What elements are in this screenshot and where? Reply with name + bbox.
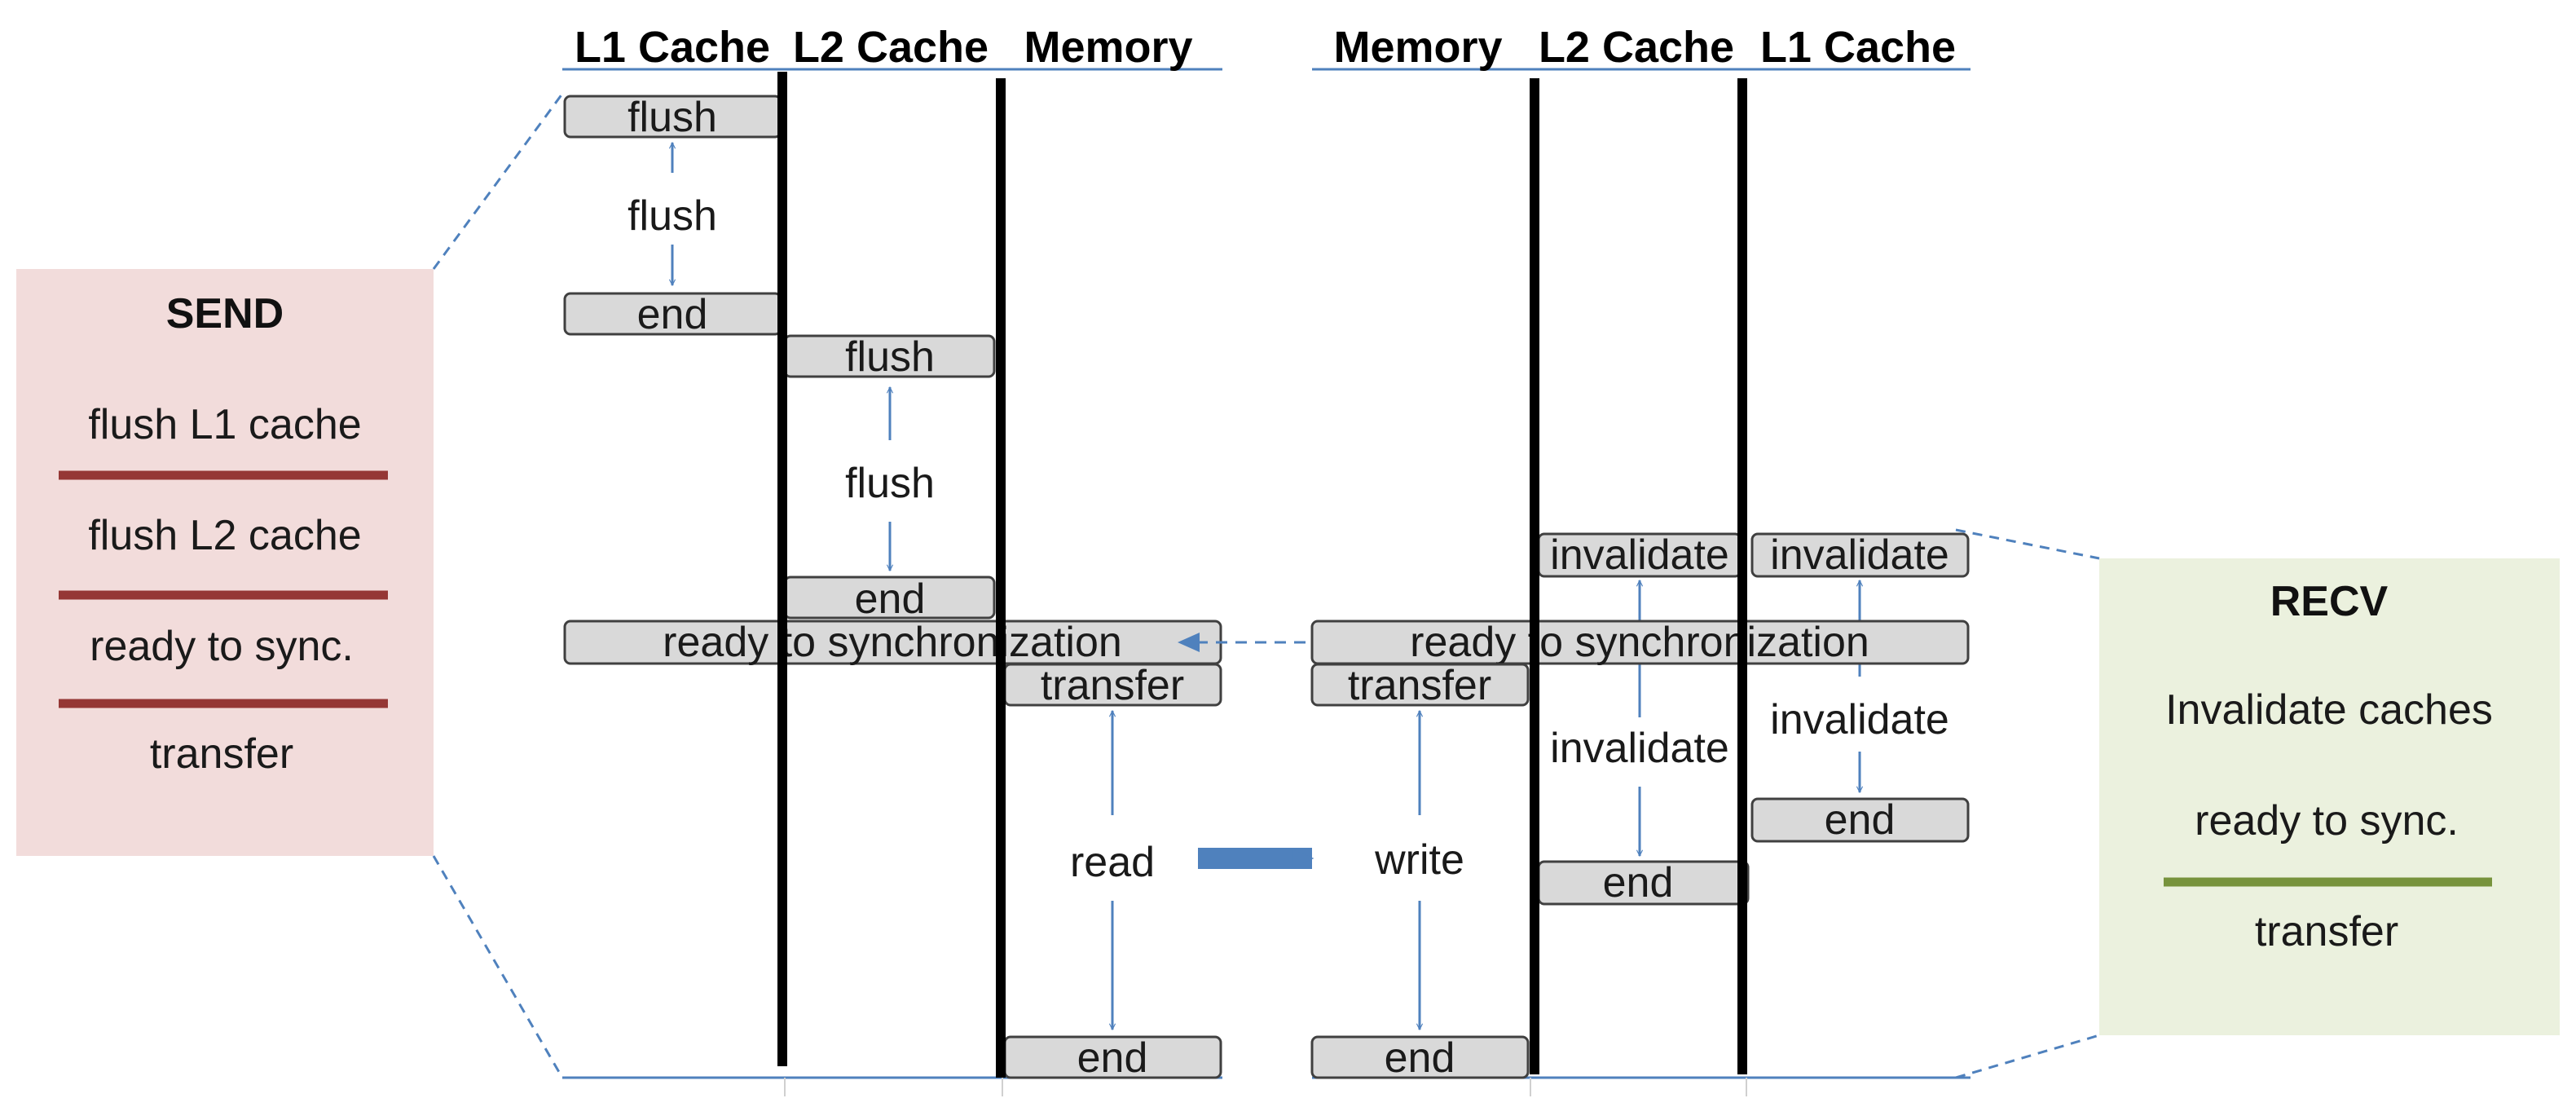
recv-memory-transfer-box-label: transfer <box>1348 662 1491 709</box>
recv-header-l1-cache: L1 Cache <box>1760 23 1956 72</box>
send-step-2: flush L2 cache <box>88 512 361 559</box>
send-l2-end-box-label: end <box>855 576 926 623</box>
recv-l2-end-box-label: end <box>1603 859 1674 906</box>
recv-header-memory: Memory <box>1333 23 1502 72</box>
recv-step-2: ready to sync. <box>2195 797 2459 845</box>
recv-l1-end-box-label: end <box>1825 796 1896 844</box>
send-memory-read-label: read <box>1070 839 1155 886</box>
send-l1-flush-box-label: flush <box>627 94 717 141</box>
recv-l1-invalidate-box-label: invalidate <box>1770 531 1949 579</box>
recv-l1-end-box <box>1750 797 1970 843</box>
recv-memory-write-label: write <box>1374 836 1464 884</box>
send-callout-line <box>432 93 564 270</box>
recv-l1-invalidate-box <box>1750 532 1970 578</box>
recv-memory-end-box <box>1310 1035 1530 1079</box>
recv-step-3: transfer <box>2255 908 2398 955</box>
send-sync-bar-label: ready to synchronization <box>663 619 1122 666</box>
send-panel-background <box>16 269 434 856</box>
sync-signal-arrowhead <box>1178 633 1200 652</box>
send-panel: SEND flush L1 cache flush L2 cache ready… <box>16 269 434 856</box>
send-step-1: flush L1 cache <box>88 401 361 448</box>
send-callout-line <box>432 855 564 1078</box>
send-step-3: ready to sync. <box>90 623 354 670</box>
recv-memory-end-box-label: end <box>1385 1034 1455 1082</box>
recv-timeline: Memory L2 Cache L1 Cache invalidate inva… <box>1310 23 1971 1096</box>
send-timeline: L1 Cache L2 Cache Memory flush flush end… <box>562 23 1222 1096</box>
recv-sync-bar <box>1310 620 1970 665</box>
send-l1-flush-arrow-label: flush <box>627 192 717 240</box>
recv-memory-transfer-box <box>1310 663 1530 707</box>
recv-step-1: Invalidate caches <box>2165 686 2493 734</box>
send-memory-transfer-box-label: transfer <box>1041 662 1184 709</box>
recv-panel: RECV Invalidate caches ready to sync. tr… <box>2099 558 2560 1035</box>
recv-header-l2-cache: L2 Cache <box>1539 23 1734 72</box>
recv-l1-invalidate-arrow-label: invalidate <box>1770 696 1949 743</box>
send-step-4: transfer <box>150 730 293 778</box>
recv-l2-invalidate-box-label: invalidate <box>1550 531 1729 579</box>
send-header-memory: Memory <box>1024 23 1192 72</box>
send-l2-flush-arrow-label: flush <box>845 460 935 507</box>
recv-callout-line <box>1955 1034 2100 1079</box>
send-header-l2-cache: L2 Cache <box>793 23 989 72</box>
recv-l2-invalidate-arrow-label: invalidate <box>1550 725 1729 772</box>
recv-panel-title: RECV <box>2270 578 2389 625</box>
recv-callout-line <box>1955 528 2100 560</box>
recv-sync-bar-label: ready to synchronization <box>1410 619 1869 666</box>
recv-panel-background <box>2099 558 2560 1035</box>
send-l1-end-box-label: end <box>637 291 708 338</box>
send-l2-flush-box-label: flush <box>845 333 935 381</box>
send-memory-end-box-label: end <box>1077 1034 1148 1082</box>
send-panel-title: SEND <box>166 290 284 337</box>
send-header-l1-cache: L1 Cache <box>575 23 770 72</box>
